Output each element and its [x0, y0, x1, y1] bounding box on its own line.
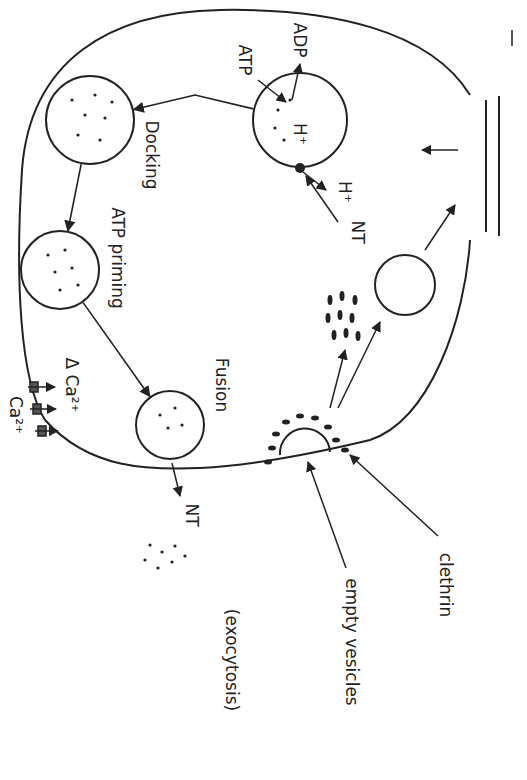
terminal-membrane	[19, 10, 470, 469]
diagram-label: (exocytosis)	[223, 609, 242, 711]
calcium-channels	[28, 382, 58, 436]
diagram-label: clethrin	[437, 553, 456, 617]
diagram-label: Ca²⁺	[7, 396, 26, 434]
cleft-line	[498, 96, 500, 236]
diagram-label: NT	[183, 503, 202, 526]
vesicle-node: Fusion	[135, 390, 205, 460]
vesicle-node: H⁺	[252, 72, 348, 168]
recycle-arrow	[422, 149, 458, 151]
empty-vesicle	[375, 255, 435, 315]
leader-line	[350, 455, 438, 536]
vesicle-outline	[252, 72, 348, 168]
diagram-label: NT	[349, 220, 368, 243]
cycle-arrow	[68, 164, 81, 231]
vesicle-outline	[20, 230, 100, 310]
vesicle-label: Docking	[143, 121, 162, 190]
adp-arrow	[292, 64, 300, 100]
clathrin-fragments	[326, 291, 361, 341]
coated-pit	[280, 428, 330, 455]
recycle-arrow	[338, 322, 380, 408]
recycle-arrow	[425, 205, 455, 250]
nt-arrow	[306, 176, 338, 222]
vesicle-outline	[45, 75, 135, 165]
vesicle-node: ATP priming	[20, 230, 100, 310]
diagram-label: Δ Ca²⁺	[63, 357, 82, 412]
vesicle-outline	[135, 390, 205, 460]
diagram-label: empty vesicles	[343, 578, 362, 705]
vesicle-node: Docking	[45, 75, 135, 165]
diagram-label: ATP	[236, 45, 255, 76]
diagram-label: H⁺	[336, 181, 355, 203]
cleft-line	[485, 100, 487, 232]
cycle-arrow	[83, 303, 150, 397]
release-arrow	[172, 463, 180, 496]
neurotransmitter-dots	[46, 93, 291, 569]
leader-line	[308, 462, 346, 568]
clathrin-coat	[264, 414, 349, 465]
vesicle-label: Fusion	[213, 358, 232, 412]
diagram-label: ADP	[291, 23, 310, 58]
cleft-mark	[511, 30, 513, 46]
vesicle-label: ATP priming	[109, 207, 128, 309]
vesicle-label: H⁺	[291, 123, 310, 145]
cycle-arrow	[134, 95, 254, 110]
